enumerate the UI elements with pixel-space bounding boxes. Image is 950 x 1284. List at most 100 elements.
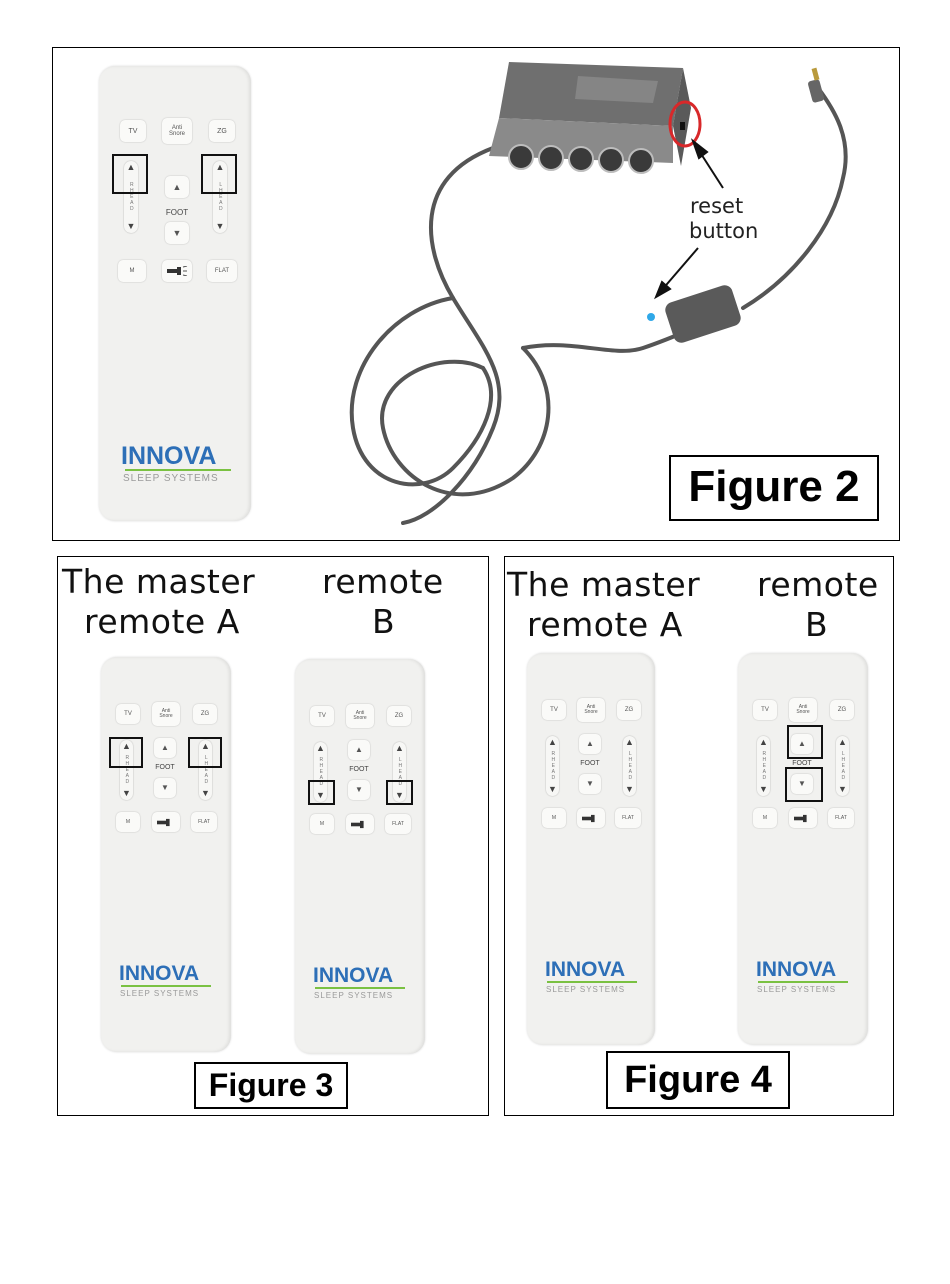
flat-button[interactable]: FLAT	[207, 260, 237, 282]
head-left-rocker[interactable]: ▲ RHEAD ▼	[546, 736, 559, 796]
flat-button[interactable]: FLAT	[191, 812, 217, 832]
highlight-box	[112, 154, 148, 194]
head-left-rocker[interactable]: ▲ RHEAD ▼	[124, 161, 138, 233]
tv-button[interactable]: TV	[542, 700, 566, 720]
zg-button[interactable]: ZG	[387, 706, 411, 726]
foot-up-button[interactable]: ▲	[579, 734, 601, 754]
foot-label: FOOT	[349, 766, 369, 773]
foot-label: FOOT	[155, 764, 175, 771]
logo-subtitle: SLEEP SYSTEMS	[123, 473, 219, 484]
reset-highlight-ellipse	[668, 100, 702, 148]
zg-button[interactable]: ZG	[193, 704, 217, 724]
arrow-up-icon: ▲	[215, 162, 225, 172]
logo-swoosh	[315, 987, 405, 989]
flashlight-icon	[157, 818, 170, 826]
highlight-box	[188, 737, 222, 768]
foot-label: FOOT	[165, 208, 189, 217]
flashlight-icon	[167, 266, 188, 276]
foot-down-button[interactable]: ▼	[791, 774, 813, 794]
caption-remote-a-line1: The master	[62, 562, 256, 601]
tv-button[interactable]: TV	[116, 704, 140, 724]
logo-subtitle: SLEEP SYSTEMS	[314, 991, 394, 1000]
foot-up-button[interactable]: ▲	[791, 734, 813, 754]
flashlight-icon	[351, 820, 364, 828]
zg-button[interactable]: ZG	[209, 120, 235, 142]
logo-subtitle: SLEEP SYSTEMS	[120, 989, 200, 998]
highlight-box	[109, 737, 143, 768]
reset-annotation-line2: button	[689, 219, 759, 243]
foot-up-button[interactable]: ▲	[165, 176, 189, 198]
arrow-down-icon: ▼	[215, 221, 225, 231]
head-left-rocker[interactable]: ▲ RHEAD ▼	[757, 736, 770, 796]
highlight-box	[787, 725, 823, 759]
arrow-down-icon: ▼	[126, 221, 136, 231]
head-left-rocker[interactable]: ▲ RHEAD ▼	[120, 740, 133, 800]
head-right-rocker[interactable]: ▲ LHEAD ▼	[836, 736, 849, 796]
flashlight-icon	[794, 814, 807, 822]
figure-3-label: Figure 3	[194, 1062, 348, 1109]
light-button[interactable]	[577, 808, 605, 828]
head-right-rocker[interactable]: ▲ LHEAD ▼	[393, 742, 406, 802]
light-button[interactable]	[346, 814, 374, 834]
light-button[interactable]	[789, 808, 817, 828]
cable	[380, 346, 551, 497]
caption-remote-b-line1: remote	[757, 565, 879, 604]
highlight-box	[201, 154, 237, 194]
flat-button[interactable]: FLAT	[828, 808, 854, 828]
head-right-rocker[interactable]: ▲ LHEAD ▼	[213, 161, 227, 233]
cable	[349, 296, 493, 487]
memory-button[interactable]: M	[542, 808, 566, 828]
flat-button[interactable]: FLAT	[615, 808, 641, 828]
caption-remote-a-line2: remote A	[84, 602, 240, 641]
logo-swoosh	[121, 985, 211, 987]
memory-button[interactable]: M	[310, 814, 334, 834]
plug	[808, 79, 824, 103]
foot-down-button[interactable]: ▼	[154, 778, 176, 798]
memory-button[interactable]: M	[116, 812, 140, 832]
foot-down-button[interactable]: ▼	[348, 780, 370, 800]
light-button[interactable]	[162, 260, 192, 282]
head-left-rocker[interactable]: ▲ RHEAD ▼	[314, 742, 327, 802]
tv-button[interactable]: TV	[753, 700, 777, 720]
logo-subtitle: SLEEP SYSTEMS	[546, 985, 626, 994]
logo-subtitle: SLEEP SYSTEMS	[757, 985, 837, 994]
flat-button[interactable]: FLAT	[385, 814, 411, 834]
memory-button[interactable]: M	[753, 808, 777, 828]
foot-label: FOOT	[580, 760, 600, 767]
memory-button[interactable]: M	[118, 260, 146, 282]
control-box-illustration	[349, 62, 848, 525]
head-right-rocker[interactable]: ▲ LHEAD ▼	[199, 740, 212, 800]
foot-up-button[interactable]: ▲	[154, 738, 176, 758]
logo-swoosh	[547, 981, 637, 983]
foot-down-button[interactable]: ▼	[579, 774, 601, 794]
tv-button[interactable]: TV	[310, 706, 334, 726]
caption-remote-b-line2: B	[372, 602, 396, 641]
figure-2-label: Figure 2	[669, 455, 879, 521]
foot-up-button[interactable]: ▲	[348, 740, 370, 760]
logo-swoosh	[758, 981, 848, 983]
inline-switch	[665, 285, 741, 343]
highlight-box	[785, 767, 823, 802]
cable	[741, 86, 848, 310]
zg-button[interactable]: ZG	[617, 700, 641, 720]
caption-remote-a-line1: The master	[507, 565, 701, 604]
arrow-up-icon: ▲	[126, 162, 136, 172]
zg-button[interactable]: ZG	[830, 700, 854, 720]
tv-button[interactable]: TV	[120, 120, 146, 142]
light-button[interactable]	[152, 812, 180, 832]
head-right-rocker[interactable]: ▲ LHEAD ▼	[623, 736, 636, 796]
foot-down-button[interactable]: ▼	[165, 222, 189, 244]
caption-remote-a-line2: remote A	[527, 605, 683, 644]
